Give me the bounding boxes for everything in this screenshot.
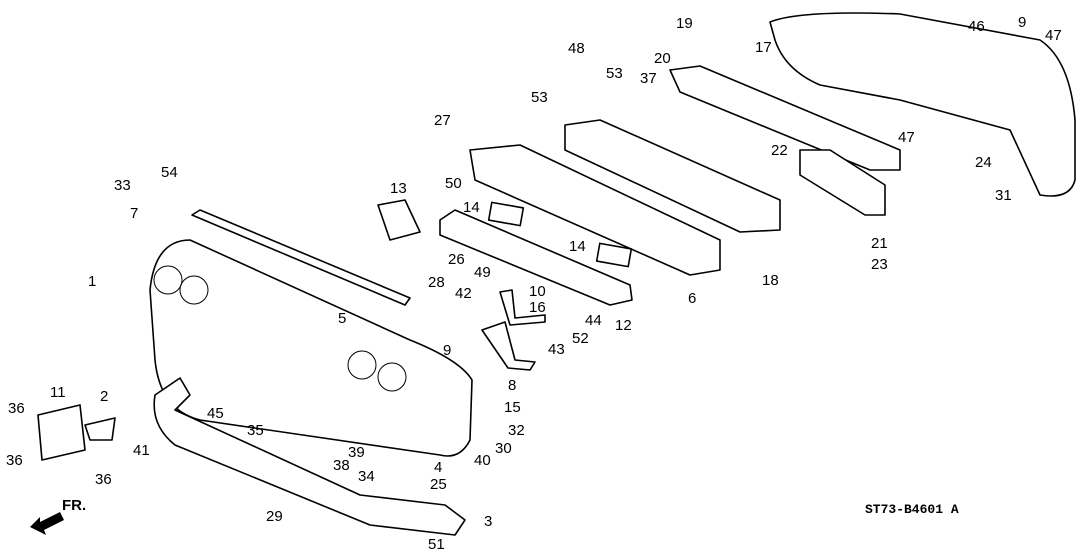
rear-bumper-beam: [669, 65, 901, 171]
callout-39: 39: [348, 444, 365, 461]
callout-14: 14: [463, 199, 480, 216]
callout-16: 16: [529, 299, 546, 316]
callout-40: 40: [474, 452, 491, 469]
callout-14: 14: [569, 238, 586, 255]
callout-32: 32: [508, 422, 525, 439]
callout-10: 10: [529, 283, 546, 300]
callout-18: 18: [762, 272, 779, 289]
callout-27: 27: [434, 112, 451, 129]
callout-30: 30: [495, 440, 512, 457]
callout-33: 33: [114, 177, 131, 194]
callout-20: 20: [654, 50, 671, 67]
callout-35: 35: [247, 422, 264, 439]
callout-29: 29: [266, 508, 283, 525]
front-bumper-beam: [469, 144, 721, 276]
rear-absorber: [564, 119, 781, 233]
callout-17: 17: [755, 39, 772, 56]
callout-9: 9: [443, 342, 451, 359]
callout-49: 49: [474, 264, 491, 281]
callout-11: 11: [50, 384, 66, 401]
bracket-13: [377, 199, 421, 241]
upper-molding: [191, 209, 411, 306]
callout-46: 46: [968, 18, 985, 35]
rear-bracket: [799, 149, 886, 216]
callout-15: 15: [504, 399, 521, 416]
diagram-code: ST73-B4601 A: [865, 502, 959, 517]
callout-28: 28: [428, 274, 445, 291]
callout-42: 42: [455, 285, 472, 302]
license-bracket: [84, 417, 116, 441]
callout-45: 45: [207, 405, 224, 422]
callout-6: 6: [688, 290, 696, 307]
rear-bumper-cover: [769, 12, 1076, 197]
callout-48: 48: [568, 40, 585, 57]
callout-36: 36: [95, 471, 112, 488]
callout-9: 9: [1018, 14, 1026, 31]
callout-21: 21: [871, 235, 888, 252]
license-plate-base: [37, 404, 86, 461]
front-direction-label: FR.: [62, 497, 86, 514]
callout-38: 38: [333, 457, 350, 474]
callout-53: 53: [606, 65, 623, 82]
callout-36: 36: [8, 400, 25, 417]
callout-1: 1: [88, 273, 96, 290]
callout-44: 44: [585, 312, 602, 329]
callout-52: 52: [572, 330, 589, 347]
callout-2: 2: [100, 388, 108, 405]
callout-31: 31: [995, 187, 1012, 204]
callout-24: 24: [975, 154, 992, 171]
callout-22: 22: [771, 142, 788, 159]
callout-51: 51: [428, 536, 445, 553]
stay-8: [481, 321, 536, 371]
front-direction-arrow: [30, 512, 64, 535]
callout-8: 8: [508, 377, 516, 394]
pad-14a: [487, 201, 525, 227]
callout-53: 53: [531, 89, 548, 106]
callout-41: 41: [133, 442, 150, 459]
front-absorber: [439, 209, 633, 306]
stay-10: [499, 289, 546, 326]
callout-23: 23: [871, 256, 888, 273]
callout-4: 4: [434, 459, 442, 476]
callout-47: 47: [898, 129, 915, 146]
callout-47: 47: [1045, 27, 1062, 44]
pad-14b: [595, 242, 633, 268]
callout-26: 26: [448, 251, 465, 268]
callout-7: 7: [130, 205, 138, 222]
callout-43: 43: [548, 341, 565, 358]
callout-36: 36: [6, 452, 23, 469]
callout-37: 37: [640, 70, 657, 87]
lip-spoiler: [153, 377, 466, 536]
callout-12: 12: [615, 317, 632, 334]
callout-50: 50: [445, 175, 462, 192]
callout-3: 3: [484, 513, 492, 530]
callout-5: 5: [338, 310, 346, 327]
callout-13: 13: [390, 180, 407, 197]
callout-54: 54: [161, 164, 178, 181]
callout-25: 25: [430, 476, 447, 493]
callout-19: 19: [676, 15, 693, 32]
callout-34: 34: [358, 468, 375, 485]
